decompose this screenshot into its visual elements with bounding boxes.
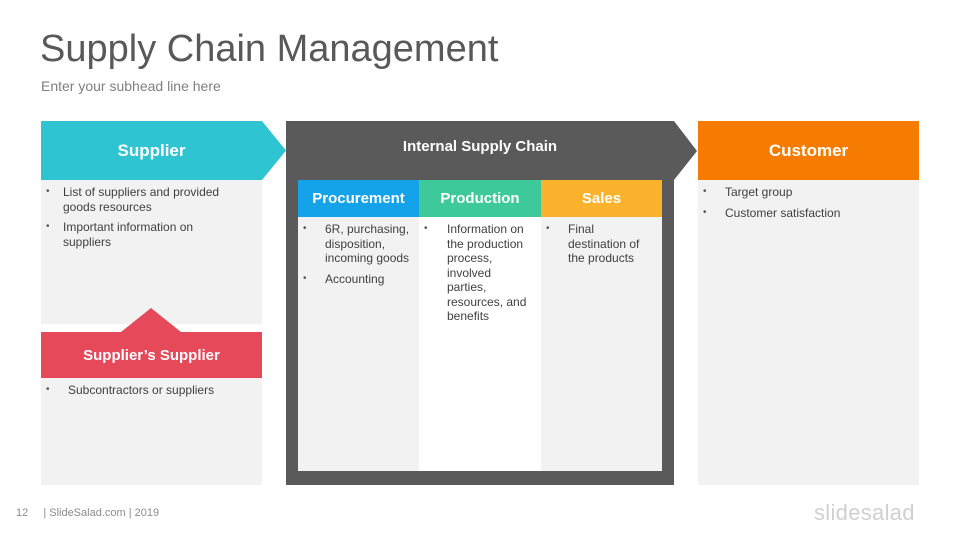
customer-header: Customer xyxy=(698,121,919,180)
procurement-bullets: 6R, purchasing, disposition, incoming go… xyxy=(298,222,419,286)
sales-bullets: Final destination of the products xyxy=(541,222,662,266)
production-bullets: Information on the production process, i… xyxy=(419,222,541,324)
customer-bullets: Target group Customer satisfaction xyxy=(698,185,919,220)
customer-bullet: Target group xyxy=(698,185,909,200)
procurement-panel: 6R, purchasing, disposition, incoming go… xyxy=(298,217,419,471)
supplier-header-label: Supplier xyxy=(117,140,186,160)
page-number: 12 xyxy=(16,507,29,519)
suppliers-supplier-panel: Subcontractors or suppliers xyxy=(41,378,262,485)
sales-bullet: Final destination of the products xyxy=(541,222,652,266)
production-header: Production xyxy=(419,180,541,217)
supplier-header-arrow xyxy=(41,121,286,180)
slide-title: Supply Chain Management xyxy=(40,28,499,70)
production-panel: Information on the production process, i… xyxy=(419,217,541,471)
suppliers-supplier-bullets: Subcontractors or suppliers xyxy=(41,383,262,398)
procurement-bullet: 6R, purchasing, disposition, incoming go… xyxy=(298,222,413,266)
sales-header: Sales xyxy=(541,180,662,217)
customer-bullet: Customer satisfaction xyxy=(698,206,909,221)
customer-panel: Target group Customer satisfaction xyxy=(698,180,919,485)
footer: 12 | SlideSalad.com | 2019 xyxy=(16,507,159,519)
slide-subtitle: Enter your subhead line here xyxy=(41,78,221,94)
production-bullet: Information on the production process, i… xyxy=(419,222,533,324)
sales-panel: Final destination of the products xyxy=(541,217,662,471)
internal-header-label: Internal Supply Chain xyxy=(402,137,558,155)
supplier-bullet: Important information on suppliers xyxy=(41,220,242,249)
suppliers-supplier-header-arrow xyxy=(41,308,262,378)
supplier-bullets: List of suppliers and provided goods res… xyxy=(41,185,262,249)
suppliers-supplier-header-label: Supplier’s Supplier xyxy=(83,346,220,364)
brand-logo: slidesalad xyxy=(814,500,915,525)
procurement-bullet: Accounting xyxy=(298,272,413,287)
suppliers-supplier-bullet: Subcontractors or suppliers xyxy=(41,383,252,398)
internal-header-shape xyxy=(286,121,697,180)
supplier-bullet: List of suppliers and provided goods res… xyxy=(41,185,242,214)
suppliers-supplier-header-shape xyxy=(41,308,262,378)
supplier-header-shape xyxy=(41,121,286,180)
supplier-panel: List of suppliers and provided goods res… xyxy=(41,180,262,324)
procurement-header: Procurement xyxy=(298,180,419,217)
footer-text: | SlideSalad.com | 2019 xyxy=(43,507,160,519)
